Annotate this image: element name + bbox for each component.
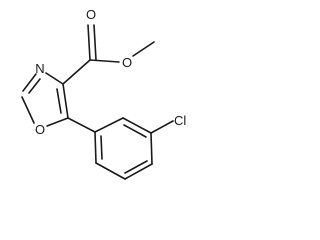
molecule-structure: O O N O Cl: [21, 7, 186, 180]
bond-c5-c4-double-inner: [56, 88, 62, 114]
bond-ring-chlorine: [150, 120, 174, 134]
bond-c4-n3: [45, 72, 64, 85]
bond-ester-oxygen-methyl: [132, 41, 155, 57]
bond-ring-2-3: [122, 117, 152, 134]
bond-ring-5-6: [95, 162, 126, 180]
bond-c5-c4-double: [62, 83, 69, 119]
atom-label-carbonyl-oxygen: O: [86, 7, 96, 22]
bond-carbonyl-ester-oxygen: [89, 59, 120, 63]
atom-label-ring-nitrogen: N: [35, 61, 44, 76]
bond-n3-c2-double-inner: [28, 78, 41, 94]
bond-ring-4-5: [124, 163, 153, 180]
bond-o1-c5: [46, 117, 69, 127]
bond-carbonyl-double-inner: [93, 24, 97, 61]
bond-ring-3-4: [150, 132, 153, 165]
bond-ring-inner-4-5: [124, 160, 148, 174]
bond-ring-6-1: [94, 131, 97, 164]
bond-c4-carbonyl-carbon: [62, 59, 91, 85]
bond-carbonyl-double: [87, 24, 91, 61]
atom-label-ring-oxygen: O: [35, 122, 45, 137]
chlorophenyl-ring: [67, 117, 174, 180]
bond-ring-inner-2-3: [123, 124, 147, 138]
bond-n3-c2-double: [22, 73, 37, 92]
bond-c2-o1: [21, 96, 35, 124]
bond-ring-1-2: [94, 117, 124, 133]
oxazole-ring: [21, 72, 69, 127]
ester-group: [62, 24, 155, 85]
atom-label-chlorine: Cl: [174, 113, 186, 128]
atom-label-ester-oxygen: O: [122, 55, 132, 70]
bond-ring-inner-6-1: [100, 135, 103, 160]
bond-c5-ipso: [67, 117, 96, 133]
